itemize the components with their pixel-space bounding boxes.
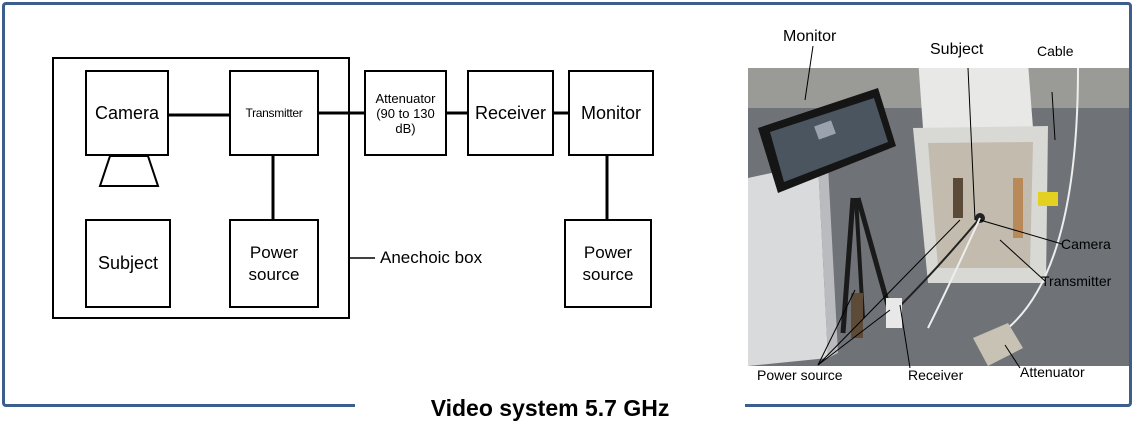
receiver-label: Receiver	[474, 102, 547, 123]
photo-label-power-source: Power source	[757, 367, 843, 383]
power-source-left-block: Power source	[229, 219, 319, 308]
monitor-block: Monitor	[568, 70, 654, 156]
power-source-left-label: Power source	[248, 242, 300, 284]
photo-label-camera: Camera	[1061, 236, 1111, 252]
photo-label-cable: Cable	[1037, 43, 1074, 59]
diagram-connectors	[52, 57, 609, 319]
subject-label: Subject	[97, 253, 159, 273]
power-source-right-label: Power source	[582, 242, 634, 284]
setup-photo-drawing	[748, 68, 1129, 366]
photo-label-transmitter: Transmitter	[1041, 273, 1112, 289]
transmitter-block: Transmitter	[229, 70, 319, 156]
subject-block: Subject	[85, 219, 171, 308]
attenuator-block: Attenuator (90 to 130 dB)	[364, 70, 447, 156]
setup-photo	[748, 68, 1129, 366]
camera-label: Camera	[94, 102, 160, 123]
photo-label-subject: Subject	[930, 41, 984, 58]
attenuator-label: Attenuator (90 to 130 dB)	[375, 90, 436, 136]
photo-label-attenuator: Attenuator	[1020, 364, 1085, 380]
anechoic-box-label: Anechoic box	[380, 248, 483, 267]
camera-block: Camera	[85, 70, 169, 156]
camera-stand	[98, 155, 160, 187]
power-source-right-block: Power source	[564, 219, 652, 308]
monitor-label: Monitor	[580, 102, 642, 123]
receiver-block: Receiver	[467, 70, 554, 156]
photo-label-monitor: Monitor	[783, 28, 837, 45]
anechoic-box-outline	[52, 57, 350, 319]
photo-callouts	[804, 45, 1063, 369]
transmitter-label: Transmitter	[245, 106, 303, 120]
figure-caption: Video system 5.7 GHz	[355, 389, 745, 421]
photo-label-receiver: Receiver	[908, 367, 964, 383]
